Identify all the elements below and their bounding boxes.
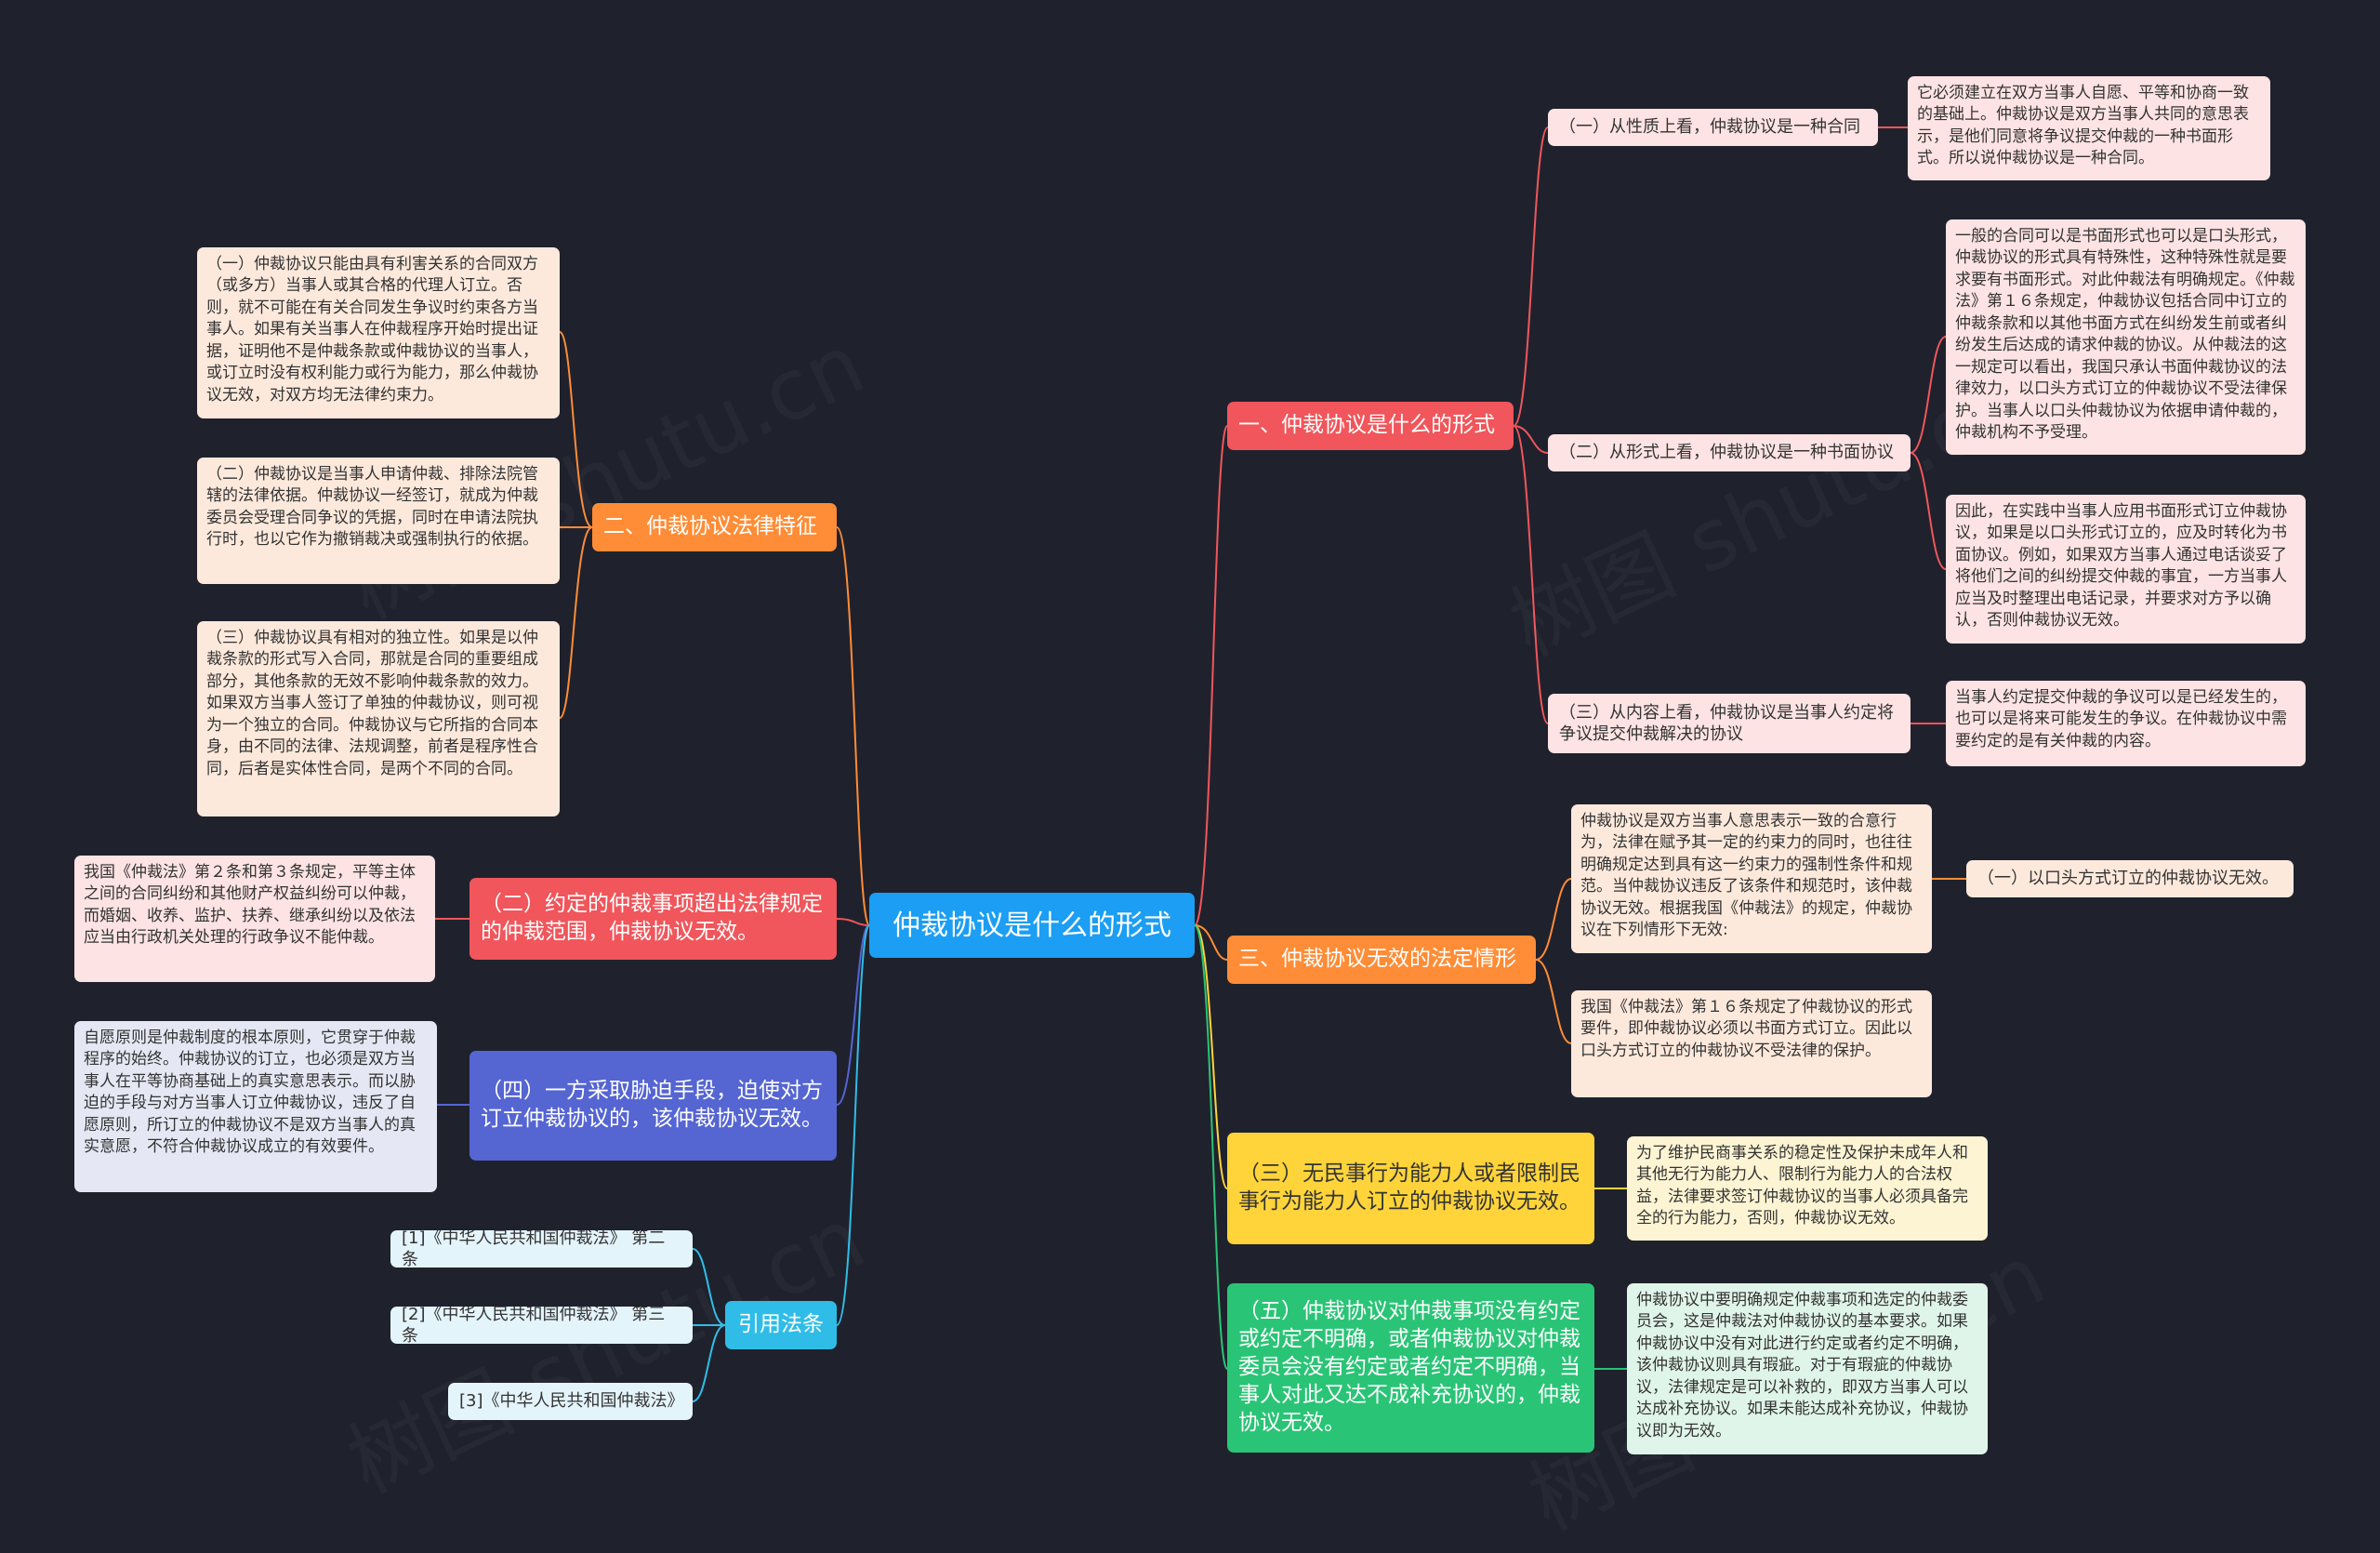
link-b1-s2 <box>1513 425 1549 454</box>
link-root-bcite <box>836 924 870 1326</box>
leaf-coercion[interactable]: 自愿原则是仲裁制度的根本原则，它贯穿于仲裁程序的始终。仲裁协议的订立，也必须是双… <box>74 1021 437 1192</box>
cite-item[interactable]: [1]《中华人民共和国仲裁法》 第二条 <box>390 1230 693 1268</box>
link-cite-3 <box>692 1324 726 1402</box>
link-root-b3 <box>1194 924 1228 961</box>
leaf-beyond-scope[interactable]: 我国《仲裁法》第２条和第３条规定，平等主体之间的合同纠纷和其他财产权益纠纷可以仲… <box>74 856 435 982</box>
branch-incapacity[interactable]: （三）无民事行为能力人或者限制民事行为能力人订立的仲裁协议无效。 <box>1227 1133 1594 1244</box>
leaf-oral-agreement-invalid[interactable]: （一）以口头方式订立的仲裁协议无效。 <box>1966 860 2294 897</box>
leaf-invalid-intro[interactable]: 仲裁协议是双方当事人意思表示一致的合意行为，法律在赋予其一定的约束力的同时，也往… <box>1571 804 1932 953</box>
link-s2-leaf1 <box>1910 336 1947 454</box>
leaf-feature-3[interactable]: （三）仲裁协议具有相对的独立性。如果是以仲裁条款的形式写入合同，那就是合同的重要… <box>197 621 560 816</box>
branch-coercion[interactable]: （四）一方采取胁迫手段，迫使对方订立仲裁协议的，该仲裁协议无效。 <box>469 1051 837 1161</box>
branch-cited-laws[interactable]: 引用法条 <box>725 1301 837 1349</box>
link-b2-leaf1 <box>559 331 593 528</box>
link-s2-leaf2 <box>1910 452 1947 570</box>
link-b2-leaf3 <box>559 526 593 719</box>
leaf-nature[interactable]: 它必须建立在双方当事人自愿、平等和协商一致的基础上。仲裁协议是双方当事人共同的意… <box>1908 76 2270 180</box>
link-root-bred <box>836 918 870 926</box>
link-cite-1 <box>692 1248 726 1326</box>
leaf-oral-form[interactable]: 我国《仲裁法》第１６条规定了仲裁协议的形式要件，即仲裁协议必须以书面方式订立。因… <box>1571 990 1932 1097</box>
link-root-bgreen <box>1194 924 1228 1370</box>
sub-nature[interactable]: （一）从性质上看，仲裁协议是一种合同 <box>1548 109 1878 146</box>
leaf-unclear-matters[interactable]: 仲裁协议中要明确规定仲裁事项和选定的仲裁委员会，这是仲裁法对仲裁协议的基本要求。… <box>1627 1283 1988 1454</box>
link-root-b2 <box>836 526 870 926</box>
link-root-b1 <box>1194 425 1228 926</box>
root-topic[interactable]: 仲裁协议是什么的形式 <box>869 893 1195 958</box>
leaf-incapacity[interactable]: 为了维护民商事关系的稳定性及保护未成年人和其他无行为能力人、限制行为能力人的合法… <box>1627 1136 1988 1241</box>
branch-legal-features[interactable]: 二、仲裁协议法律特征 <box>592 503 837 551</box>
link-root-bblue <box>836 924 870 1106</box>
branch-unclear-matters[interactable]: （五）仲裁协议对仲裁事项没有约定或约定不明确，或者仲裁协议对仲裁委员会没有约定或… <box>1227 1283 1594 1453</box>
link-root-byellow <box>1194 924 1228 1189</box>
link-b1-s1 <box>1513 126 1549 427</box>
leaf-feature-1[interactable]: （一）仲裁协议只能由具有利害关系的合同双方（或多方）当事人或其合格的代理人订立。… <box>197 247 560 418</box>
branch-form[interactable]: 一、仲裁协议是什么的形式 <box>1227 402 1514 450</box>
branch-invalid-cases[interactable]: 三、仲裁协议无效的法定情形 <box>1227 936 1536 984</box>
cite-item[interactable]: [2]《中华人民共和国仲裁法》 第三条 <box>390 1307 693 1344</box>
cite-item[interactable]: [3]《中华人民共和国仲裁法》 <box>448 1383 693 1420</box>
branch-beyond-scope[interactable]: （二）约定的仲裁事项超出法律规定的仲裁范围，仲裁协议无效。 <box>469 878 837 960</box>
link-b3-leaf2 <box>1535 959 1572 1044</box>
leaf-content[interactable]: 当事人约定提交仲裁的争议可以是已经发生的，也可以是将来可能发生的争议。在仲裁协议… <box>1946 681 2306 766</box>
link-b1-s3 <box>1513 425 1549 724</box>
leaf-written-form-1[interactable]: 一般的合同可以是书面形式也可以是口头形式，仲裁协议的形式具有特殊性，这种特殊性就… <box>1946 219 2306 455</box>
leaf-feature-2[interactable]: （二）仲裁协议是当事人申请仲裁、排除法院管辖的法律依据。仲裁协议一经签订，就成为… <box>197 458 560 584</box>
sub-written-form[interactable]: （二）从形式上看，仲裁协议是一种书面协议 <box>1548 434 1911 471</box>
sub-content[interactable]: （三）从内容上看，仲裁协议是当事人约定将争议提交仲裁解决的协议 <box>1548 694 1911 753</box>
leaf-written-form-2[interactable]: 因此，在实践中当事人应用书面形式订立仲裁协议，如果是以口头形式订立的，应及时转化… <box>1946 495 2306 644</box>
link-b3-leaf1 <box>1535 878 1572 961</box>
